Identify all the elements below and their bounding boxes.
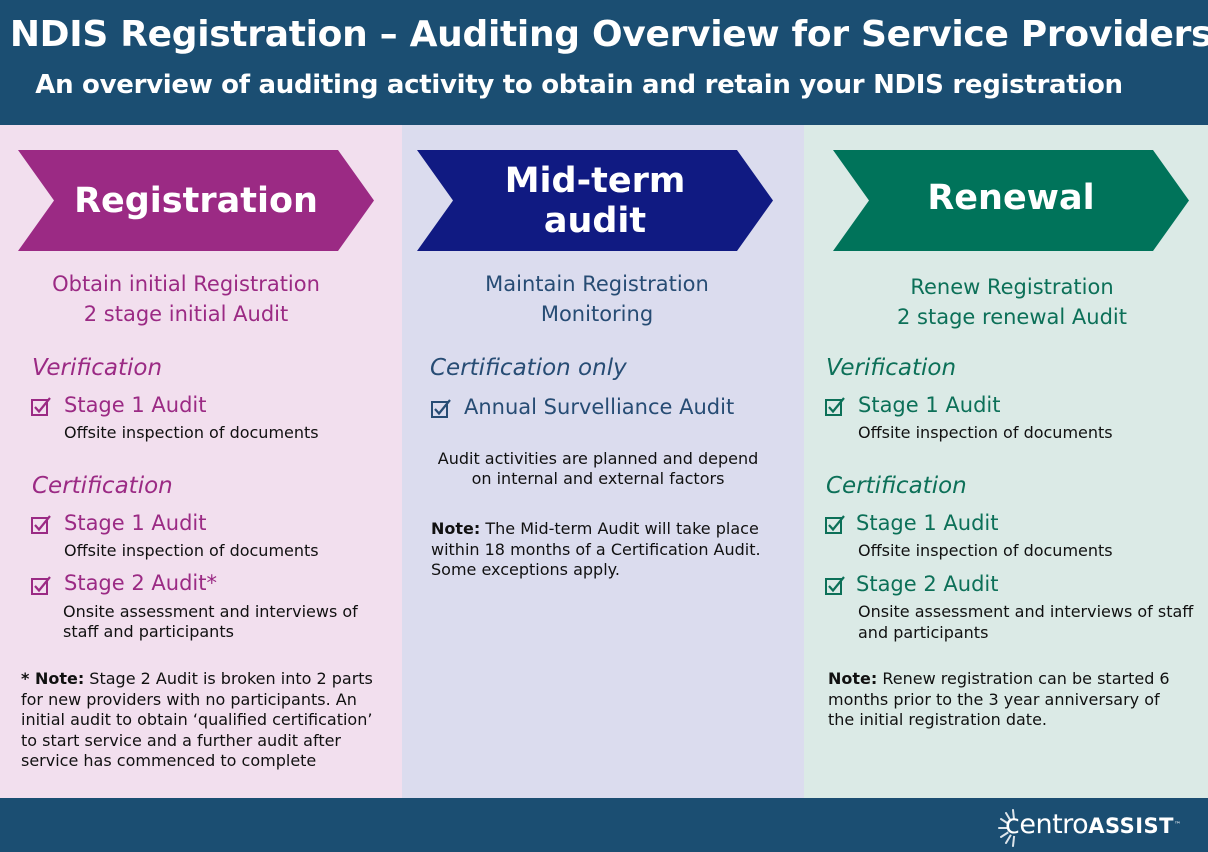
- midterm-chevron: Mid-term audit: [417, 150, 773, 251]
- chevron-arrow-shape: [417, 150, 773, 251]
- checkbox-checked-icon: [31, 576, 51, 595]
- registration-note-label: * Note:: [21, 669, 85, 688]
- registration-certification-label: Certification: [32, 473, 173, 499]
- midterm-item: Annual Survelliance Audit: [464, 395, 735, 419]
- checkbox-checked-icon: [825, 397, 845, 416]
- registration-note: * Note: Stage 2 Audit is broken into 2 p…: [21, 669, 373, 690]
- renewal-note-line2: months prior to the 3 year anniversary o…: [828, 690, 1160, 709]
- midterm-heading: Mid-term audit: [445, 150, 745, 251]
- renewal-certification-item2: Stage 2 Audit: [856, 572, 999, 596]
- checkbox-checked-icon: [825, 515, 845, 534]
- page-title: NDIS Registration – Auditing Overview fo…: [9, 14, 1208, 55]
- midterm-note: Note: The Mid-term Audit will take place: [431, 519, 759, 540]
- checkbox-checked-icon: [31, 397, 51, 416]
- sunburst-logo-icon: [998, 809, 1023, 847]
- midterm-summary-line1: Maintain Registration: [485, 272, 709, 296]
- renewal-summary-line1: Renew Registration: [910, 275, 1114, 299]
- logo-text-centro: centro: [1005, 809, 1089, 840]
- midterm-note-line3: Some exceptions apply.: [431, 560, 620, 579]
- logo-text-assist: ASSIST: [1088, 814, 1175, 838]
- registration-note-line5: service has commenced to complete: [21, 751, 317, 770]
- logo-wordmark: centroASSIST™: [1005, 809, 1181, 840]
- header-banner: NDIS Registration – Auditing Overview fo…: [0, 0, 1208, 125]
- midterm-section-label: Certification only: [430, 355, 627, 381]
- registration-chevron: Registration: [18, 150, 374, 251]
- renewal-certification-item1: Stage 1 Audit: [856, 511, 999, 535]
- registration-summary-line1: Obtain initial Registration: [52, 272, 320, 296]
- renewal-certification-desc2-line1: Onsite assessment and interviews of staf…: [858, 602, 1194, 621]
- midterm-heading-line1: Mid-term: [504, 160, 686, 201]
- renewal-certification-desc1: Offsite inspection of documents: [858, 541, 1113, 560]
- registration-certification-desc2-line1: Onsite assessment and interviews of: [63, 602, 358, 621]
- registration-verification-desc: Offsite inspection of documents: [64, 423, 319, 442]
- midterm-column: Mid-term audit Maintain Registration Mon…: [402, 125, 804, 798]
- chevron-arrow-shape: [18, 150, 374, 251]
- renewal-verification-desc: Offsite inspection of documents: [858, 423, 1113, 442]
- renewal-note-line3: the initial registration date.: [828, 710, 1047, 729]
- renewal-summary-line2: 2 stage renewal Audit: [897, 305, 1127, 329]
- renewal-note-label: Note:: [828, 669, 878, 688]
- registration-note-line4: to start service and a further audit aft…: [21, 731, 342, 750]
- renewal-column: Renewal Renew Registration 2 stage renew…: [804, 125, 1208, 798]
- midterm-summary-line2: Monitoring: [540, 302, 654, 326]
- midterm-activities-line2: on internal and external factors: [471, 469, 725, 488]
- midterm-note-line1: The Mid-term Audit will take place: [480, 519, 759, 538]
- checkbox-checked-icon: [825, 576, 845, 595]
- centroassist-logo: centroASSIST™: [995, 806, 1200, 850]
- registration-verification-item: Stage 1 Audit: [64, 393, 207, 417]
- checkbox-checked-icon: [431, 399, 451, 418]
- checkbox-checked-icon: [31, 515, 51, 534]
- midterm-note-line2: within 18 months of a Certification Audi…: [431, 540, 761, 559]
- registration-certification-item2: Stage 2 Audit*: [64, 571, 217, 595]
- renewal-chevron: Renewal: [833, 150, 1189, 251]
- registration-note-line2: for new providers with no participants. …: [21, 690, 357, 709]
- registration-verification-label: Verification: [32, 355, 163, 381]
- midterm-note-label: Note:: [431, 519, 481, 538]
- registration-note-line1: Stage 2 Audit is broken into 2 parts: [84, 669, 373, 688]
- registration-certification-desc2-line2: staff and participants: [63, 622, 234, 641]
- chevron-arrow-shape: [833, 150, 1189, 251]
- midterm-heading-line2: audit: [543, 200, 647, 241]
- registration-summary-line2: 2 stage initial Audit: [83, 302, 289, 326]
- page-subtitle: An overview of auditing activity to obta…: [35, 70, 1123, 100]
- registration-note-line3: initial audit to obtain ‘qualified certi…: [21, 710, 373, 729]
- renewal-verification-item: Stage 1 Audit: [858, 393, 1001, 417]
- registration-heading: Registration: [74, 180, 318, 221]
- renewal-certification-label: Certification: [826, 473, 967, 499]
- renewal-note-line1: Renew registration can be started 6: [877, 669, 1170, 688]
- logo-trademark: ™: [1174, 820, 1182, 829]
- registration-column: Registration Obtain initial Registration…: [0, 125, 402, 798]
- renewal-heading: Renewal: [927, 177, 1095, 218]
- registration-certification-desc1: Offsite inspection of documents: [64, 541, 319, 560]
- renewal-certification-desc2-line2: and participants: [858, 623, 989, 642]
- renewal-verification-label: Verification: [826, 355, 957, 381]
- renewal-note: Note: Renew registration can be started …: [828, 669, 1170, 690]
- registration-certification-item1: Stage 1 Audit: [64, 511, 207, 535]
- midterm-activities-line1: Audit activities are planned and depend: [437, 449, 759, 468]
